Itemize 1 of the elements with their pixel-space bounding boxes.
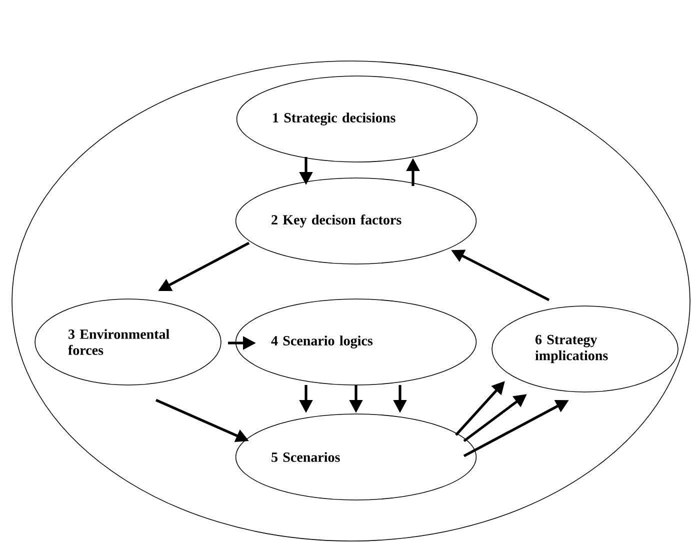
boundary-ellipse (12, 60, 690, 542)
